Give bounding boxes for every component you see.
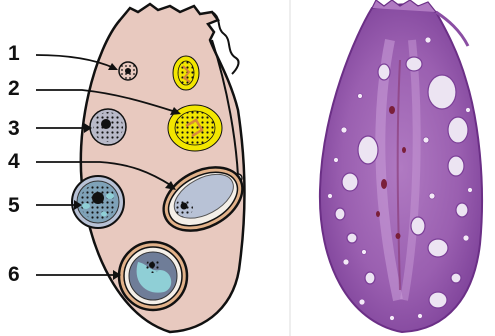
histology-section [320,0,482,332]
follicle-5 [72,176,124,228]
ovary-diagram: 1 2 3 4 5 6 [8,4,253,332]
follicle-6 [119,242,187,310]
follicle-yellow-small [173,56,199,90]
follicle-1 [119,62,137,80]
label-4: 4 [8,150,20,173]
label-3: 3 [8,117,20,140]
label-6: 6 [8,263,20,286]
label-5: 5 [8,194,20,217]
follicle-3 [90,109,126,145]
label-1: 1 [8,42,20,65]
label-2: 2 [8,77,20,100]
